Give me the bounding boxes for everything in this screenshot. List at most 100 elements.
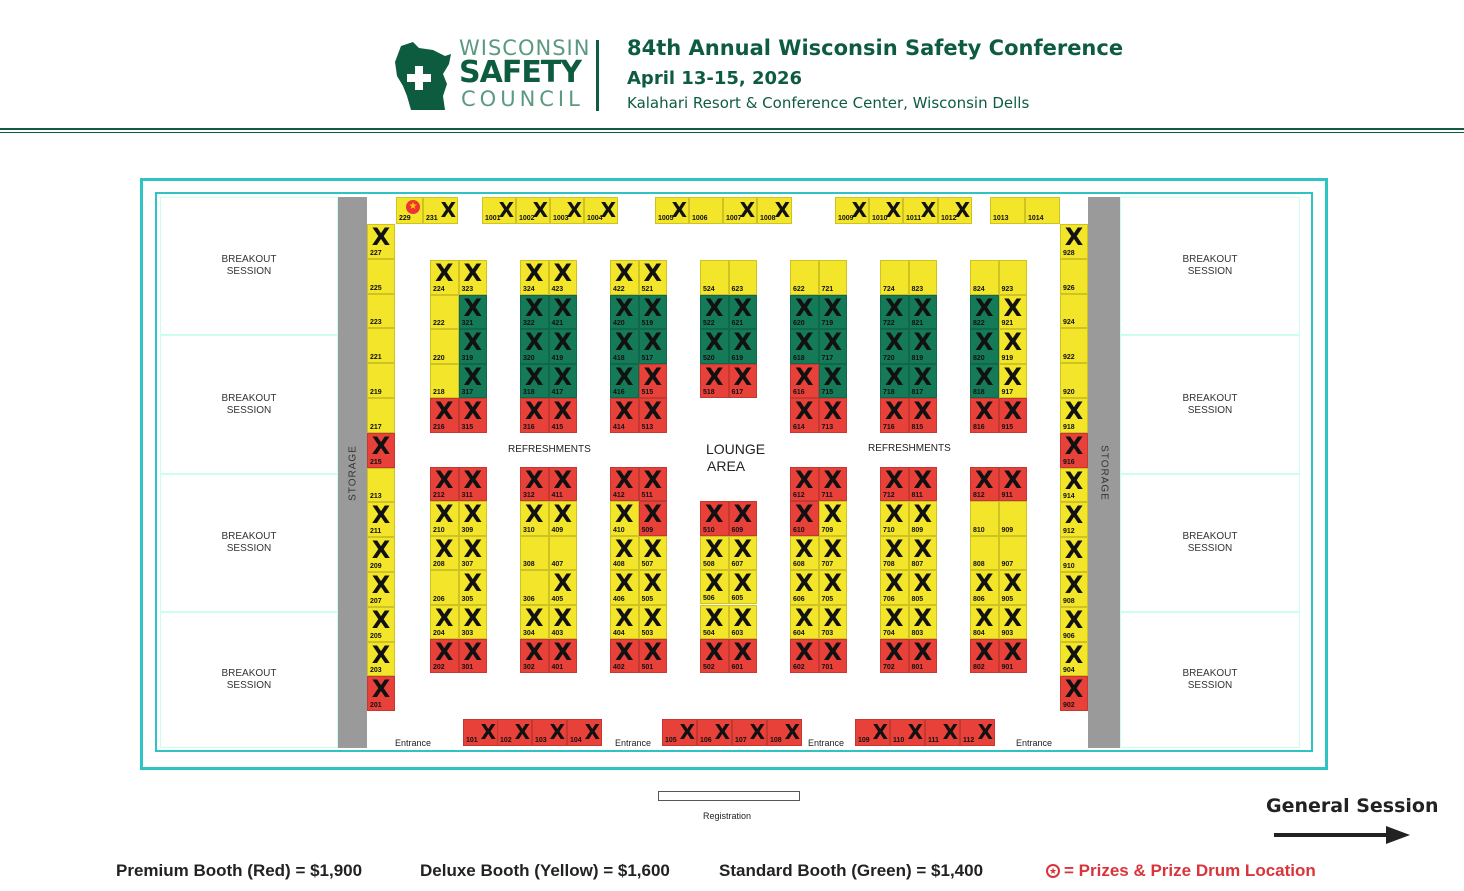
booth-524[interactable]: 524: [700, 260, 729, 295]
booth-220[interactable]: 220: [430, 329, 459, 364]
booth-924[interactable]: 924: [1060, 293, 1088, 329]
booth-218[interactable]: 218: [430, 363, 459, 398]
booth-724[interactable]: 724: [880, 260, 909, 295]
booth-306[interactable]: 306: [520, 570, 549, 605]
booth-221[interactable]: 221: [367, 328, 395, 364]
booth-1014[interactable]: 1014: [1025, 197, 1060, 224]
booth-808[interactable]: 808: [970, 535, 999, 571]
booth-308[interactable]: 308: [520, 535, 549, 571]
booth-622[interactable]: 622: [790, 260, 819, 295]
booth-810[interactable]: 810: [970, 501, 999, 536]
booth-223[interactable]: 223: [367, 293, 395, 329]
booth-824[interactable]: 824: [970, 260, 999, 295]
booth-923[interactable]: 923: [998, 260, 1027, 295]
booth-217[interactable]: 217: [367, 398, 395, 433]
booth-926[interactable]: 926: [1060, 258, 1088, 294]
booth-407[interactable]: 407: [548, 535, 577, 571]
